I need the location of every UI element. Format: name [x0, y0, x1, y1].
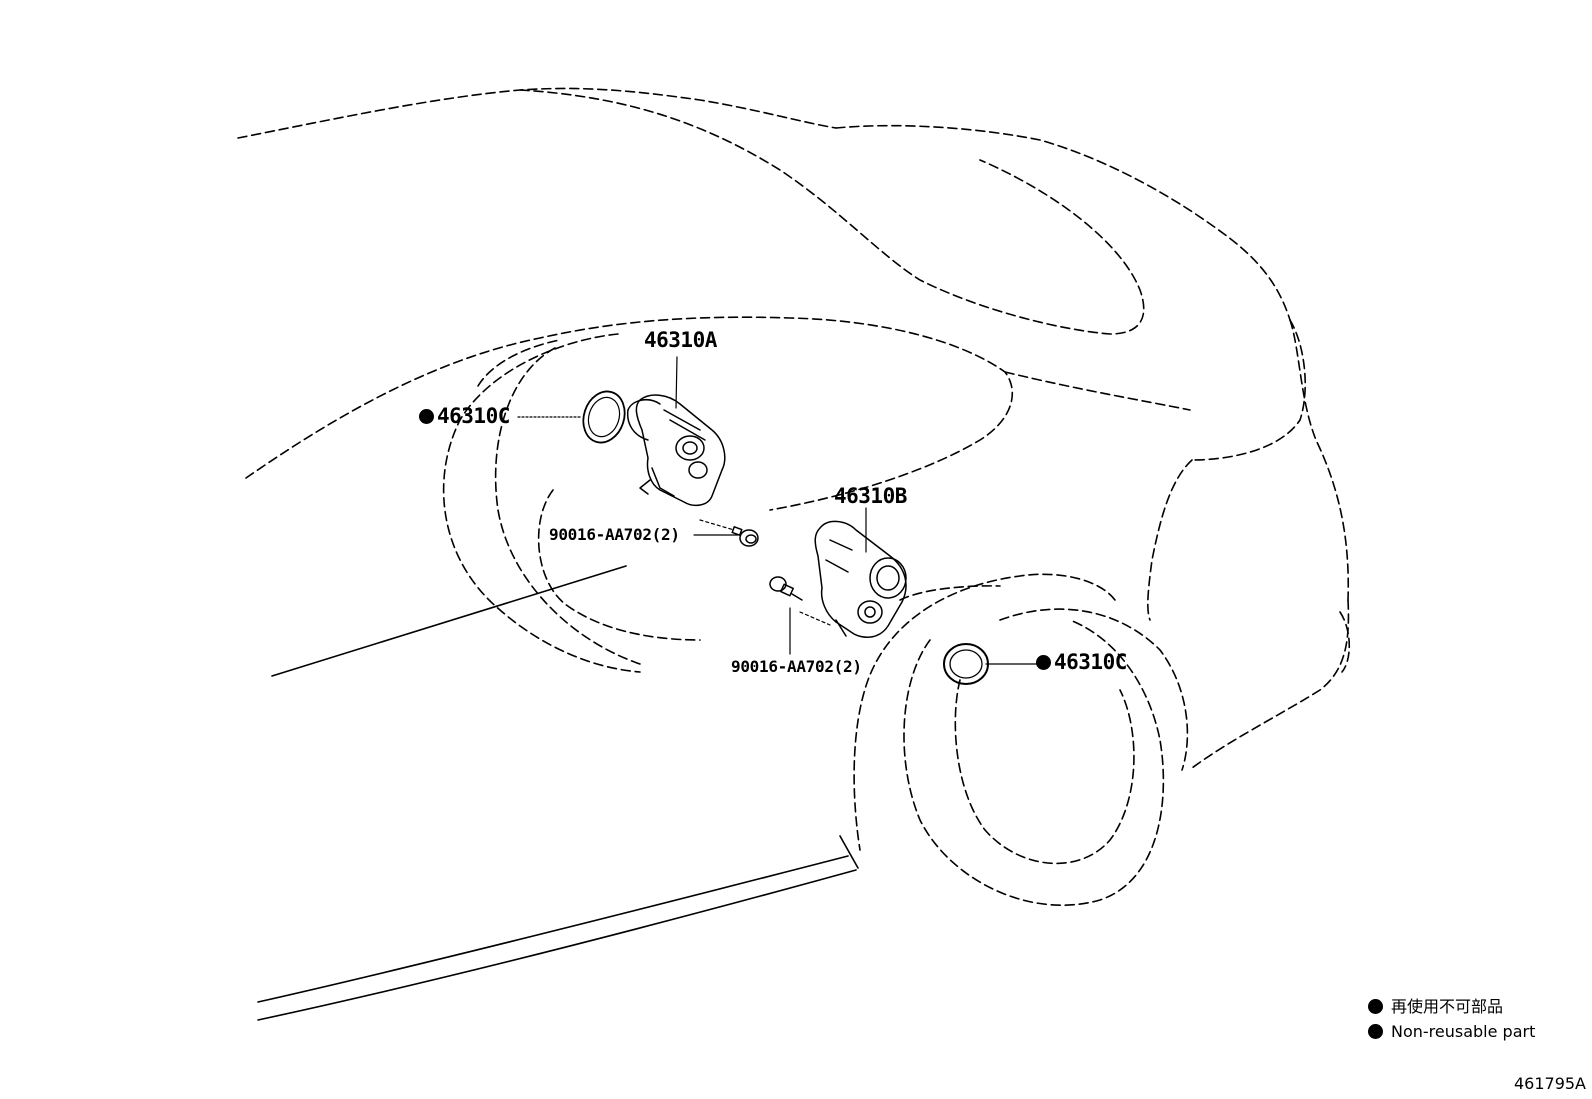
- bolt-right-illustration: [769, 576, 803, 601]
- seal-ring-left: [582, 390, 626, 444]
- callout-46310b: 46310B: [834, 484, 907, 508]
- bolt-left-illustration: [731, 526, 759, 547]
- rocker-panel-lines: [257, 565, 859, 1021]
- seal-ring-right: [943, 643, 989, 685]
- leader-lines: [517, 356, 1039, 665]
- non-reusable-dot-icon: [419, 409, 434, 424]
- non-reusable-dot-icon: [1036, 655, 1051, 670]
- non-reusable-dot-icon: [1368, 999, 1383, 1014]
- callout-bolt-left: 90016-AA702(2): [549, 525, 680, 544]
- callout-46310c-left: 46310C: [419, 406, 510, 427]
- legend-japanese-text: 再使用不可部品: [1391, 997, 1504, 1016]
- legend-english: Non-reusable part: [1368, 1024, 1535, 1040]
- callout-46310a: 46310A: [644, 328, 717, 352]
- callout-46310c-right-text: 46310C: [1054, 650, 1127, 674]
- callout-46310c-right: 46310C: [1036, 652, 1127, 673]
- callout-46310c-left-text: 46310C: [437, 404, 510, 428]
- non-reusable-dot-icon: [1368, 1024, 1383, 1039]
- diagram-id: 461795A: [1513, 1074, 1586, 1093]
- car-body-outline: [237, 87, 1351, 906]
- actuator-b-illustration: [814, 520, 907, 639]
- legend-english-text: Non-reusable part: [1391, 1022, 1536, 1041]
- callout-bolt-right: 90016-AA702(2): [731, 657, 862, 676]
- legend-japanese: 再使用不可部品: [1368, 999, 1503, 1015]
- actuator-a-illustration: [626, 394, 726, 507]
